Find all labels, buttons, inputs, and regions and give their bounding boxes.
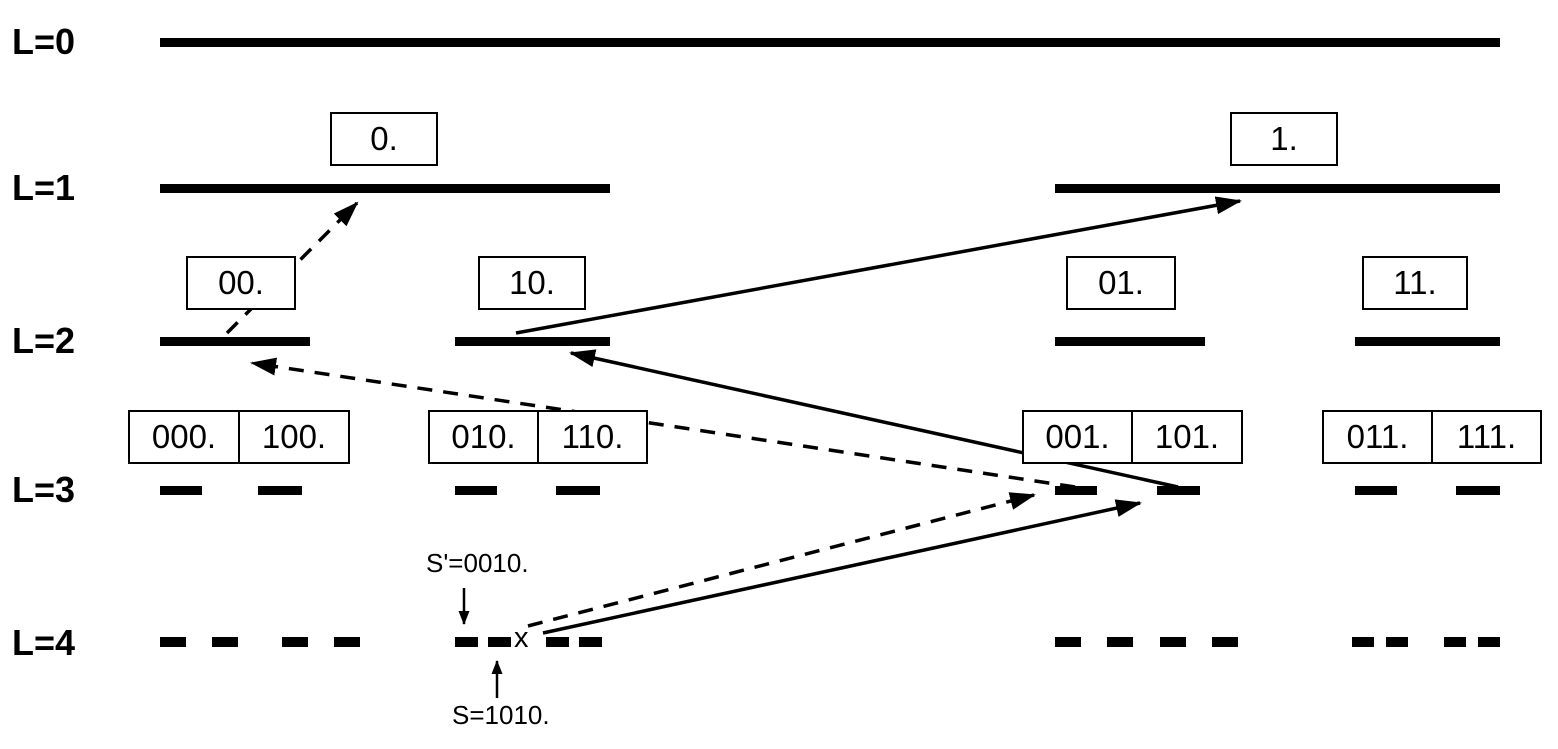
- interval-bar-l2-10: [455, 337, 610, 346]
- node-label-111: 111.: [1456, 418, 1517, 455]
- interval-bar-l4: [282, 637, 308, 647]
- node-pair-010-110: 010. 110.: [428, 410, 648, 464]
- node-box-11: 11.: [1362, 256, 1468, 310]
- node-label-011: 011.: [1346, 418, 1409, 455]
- interval-bar-l4: [1160, 637, 1186, 647]
- interval-bar-l3-100: [258, 486, 302, 495]
- node-box-01: 01.: [1066, 256, 1176, 310]
- annotation-s-prime: S'=0010.: [426, 548, 529, 578]
- node-label-10: 10.: [509, 264, 555, 301]
- interval-bar-l3-110: [556, 486, 600, 495]
- node-label-1: 1.: [1270, 120, 1298, 157]
- node-label-100: 100.: [261, 418, 327, 455]
- node-box-10: 10.: [478, 256, 586, 310]
- level-label-2: L=2: [12, 320, 76, 361]
- node-box-111: 111.: [1433, 410, 1542, 464]
- node-box-010: 010.: [428, 410, 539, 464]
- interval-bar-l4: [546, 637, 569, 647]
- interval-bar-l4-1010: [488, 637, 511, 647]
- node-label-00: 00.: [218, 264, 264, 301]
- node-box-1: 1.: [1230, 112, 1338, 166]
- node-label-001: 001.: [1045, 418, 1110, 455]
- solid-arrow-x-to-101: [542, 499, 1142, 635]
- dashed-arrow-001-to-00: [250, 357, 1076, 489]
- interval-bar-l4: [334, 637, 360, 647]
- interval-bar-l2-11: [1355, 337, 1500, 346]
- level-label-4: L=4: [12, 622, 76, 663]
- interval-bar-l3-111: [1456, 486, 1500, 495]
- annotation-s: S=1010.: [452, 700, 550, 730]
- level-label-3: L=3: [12, 469, 76, 510]
- node-label-010: 010.: [451, 418, 516, 455]
- node-box-000: 000.: [128, 410, 240, 464]
- level-label-1: L=1: [12, 167, 76, 208]
- node-box-101: 101.: [1133, 410, 1243, 464]
- node-box-001: 001.: [1022, 410, 1133, 464]
- interval-bar-l0: [160, 38, 1500, 47]
- interval-bar-l4: [160, 637, 186, 647]
- interval-bar-l4: [1055, 637, 1081, 647]
- node-pair-000-100: 000. 100.: [128, 410, 350, 464]
- interval-bar-l4: [1444, 637, 1466, 647]
- node-label-11: 11.: [1393, 264, 1437, 301]
- interval-bar-l1-1: [1055, 184, 1500, 193]
- node-pair-001-101: 001. 101.: [1022, 410, 1243, 464]
- node-box-110: 110.: [539, 410, 648, 464]
- node-box-0: 0.: [330, 112, 438, 166]
- solid-arrow-101-to-10: [569, 349, 1179, 489]
- node-box-100: 100.: [240, 410, 350, 464]
- node-label-01: 01.: [1098, 264, 1144, 301]
- interval-bar-l1-0: [160, 184, 610, 193]
- interval-bar-l4-0010: [455, 637, 478, 647]
- interval-bar-l2-00: [160, 337, 310, 346]
- node-box-00: 00.: [186, 256, 296, 310]
- node-pair-011-111: 011. 111.: [1322, 410, 1542, 464]
- interval-bar-l2-01: [1055, 337, 1205, 346]
- node-label-110: 110.: [561, 418, 624, 455]
- interval-bar-l3-011: [1355, 486, 1397, 495]
- node-label-101: 101.: [1154, 418, 1220, 455]
- interval-bar-l3-101: [1157, 486, 1200, 495]
- interval-bar-l4: [1386, 637, 1408, 647]
- interval-bar-l4: [212, 637, 238, 647]
- node-label-0: 0.: [370, 120, 398, 157]
- node-label-000: 000.: [151, 418, 217, 455]
- node-box-011: 011.: [1322, 410, 1433, 464]
- solid-arrow-10-to-1: [515, 196, 1242, 335]
- interval-bar-l4: [1107, 637, 1133, 647]
- interval-bar-l3-001: [1055, 486, 1097, 495]
- interval-bar-l3-010: [455, 486, 497, 495]
- interval-bar-l3-000: [160, 486, 202, 495]
- annotation-x-marker: x: [514, 622, 529, 654]
- interval-bar-l4: [1352, 637, 1374, 647]
- interval-bar-l4: [579, 637, 602, 647]
- level-label-0: L=0: [12, 21, 76, 62]
- interval-bar-l4: [1212, 637, 1238, 647]
- dashed-arrow-sprime-to-001: [527, 492, 1036, 628]
- interval-bar-l4: [1478, 637, 1500, 647]
